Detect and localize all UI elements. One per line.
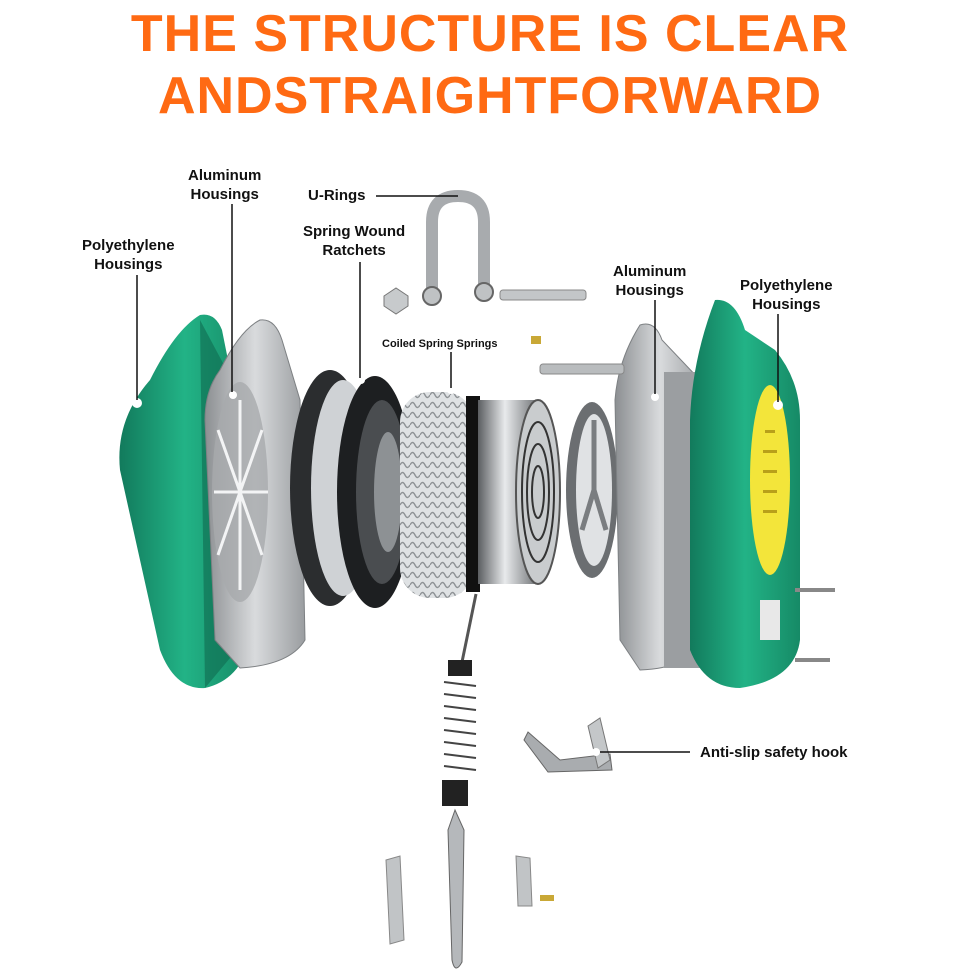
- coiled-spring-drum: [400, 386, 561, 598]
- anti-slip-safety-hook: [523, 717, 613, 773]
- label-polyethylene-housings-left: Polyethylene Housings: [82, 236, 175, 274]
- label-polyethylene-housings-right: Polyethylene Housings: [740, 276, 833, 314]
- label-line: Polyethylene: [740, 277, 833, 294]
- label-coiled-spring: Coiled Spring Springs: [382, 338, 498, 350]
- left-aluminum-housing: [204, 319, 306, 669]
- small-parts: [385, 855, 554, 945]
- label-line: Housings: [190, 186, 259, 203]
- page-title-line-1: THE STRUCTURE IS CLEAR: [130, 5, 850, 63]
- leader-lines: [136, 195, 779, 753]
- label-line: Housings: [615, 282, 684, 299]
- label-line: Ratchets: [322, 242, 386, 259]
- label-aluminum-housings-left: Aluminum Housings: [188, 166, 261, 204]
- spring-wound-ratchet: [290, 370, 413, 608]
- page-title-line-2: ANDSTRAIGHTFORWARD: [157, 67, 823, 125]
- right-polyethylene-housing: [690, 299, 835, 688]
- cable-with-spring-hook: [442, 593, 478, 969]
- spoked-wheel: [566, 402, 618, 578]
- label-spring-wound-ratchets: Spring Wound Ratchets: [303, 222, 405, 260]
- label-line: Housings: [94, 256, 163, 273]
- label-line: Housings: [752, 296, 821, 313]
- label-line: Aluminum: [613, 263, 687, 280]
- label-u-rings: U-Rings: [308, 187, 366, 204]
- label-line: Spring Wound: [303, 223, 406, 240]
- label-line: Polyethylene: [82, 237, 175, 254]
- label-aluminum-housings-right: Aluminum Housings: [613, 262, 686, 300]
- label-anti-slip-safety-hook: Anti-slip safety hook: [700, 744, 848, 761]
- label-line: Aluminum: [188, 167, 262, 184]
